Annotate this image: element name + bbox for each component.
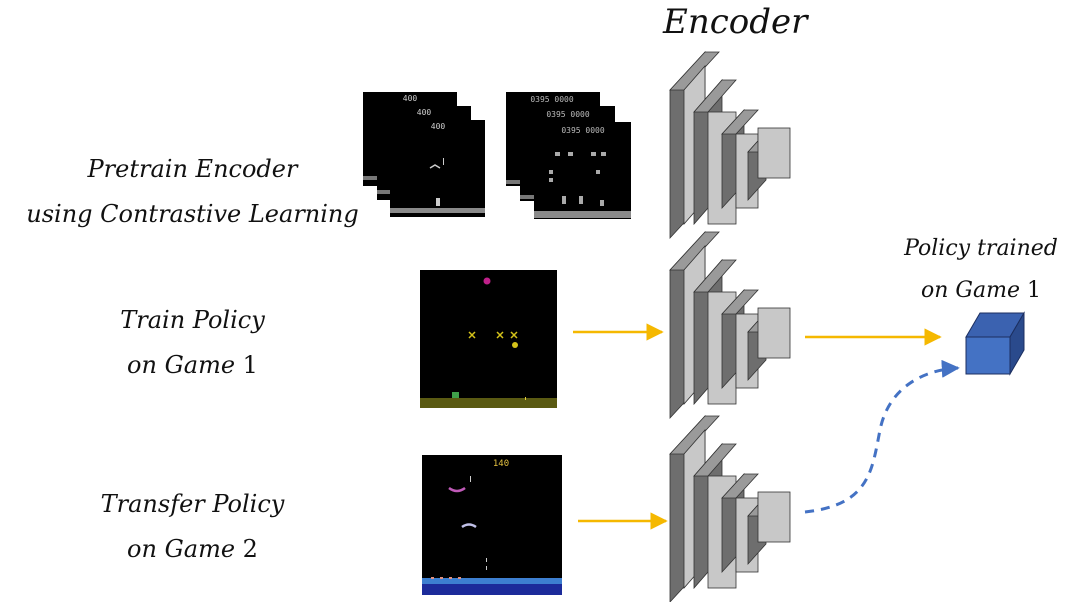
policy-trained-line2: on Game 1 [896,270,1066,312]
pretrain-frame-a2-score: 400 [417,108,432,117]
policy-trained-game-number: 1 [1026,278,1041,303]
pretrain-frame-b3: 0395 0000 [534,122,631,219]
pretrain-frame-stack-a: 400 400 400 [363,92,485,217]
pretrain-frame-stack-b: 0395 0000 0395 0000 0395 0000 [506,92,631,219]
policy-trained-label: Policy trained on Game 1 [896,228,1066,312]
pretrain-frame-a3-score: 400 [431,122,446,131]
train-policy-label: Train Policy on Game 1 [60,298,325,388]
pretrain-frame-b3-score: 0395 0000 [561,126,605,135]
pretrain-frame-a1-score: 400 [403,94,418,103]
transfer-policy-line2: on Game 2 [60,527,325,572]
pretrain-frame-a3: 400 [390,120,485,217]
game1-frame [420,270,557,408]
train-policy-line2-text: on Game [127,351,243,379]
encoder-block-pretrain [669,50,791,240]
game2-score: 140 [493,459,509,469]
encoder-block-game1 [669,230,791,420]
game2-frame: 140 [422,455,562,595]
pretrain-frame-b2-score: 0395 0000 [546,110,590,119]
pretrain-frame-b1-score: 0395 0000 [530,95,574,104]
train-policy-game-number: 1 [242,351,258,379]
transfer-policy-game-number: 2 [242,535,258,563]
pretrain-label-line1: Pretrain Encoder [87,155,298,183]
policy-trained-line2-text: on Game [921,278,1027,303]
encoder-title: Encoder [663,2,808,42]
transfer-policy-line2-text: on Game [127,535,243,563]
pretrain-label: Pretrain Encoder using Contrastive Learn… [10,147,375,237]
policy-block [965,311,1025,376]
transfer-policy-label: Transfer Policy on Game 2 [60,482,325,572]
transfer-policy-line1: Transfer Policy [100,490,285,518]
dashed-arrow-transfer [804,359,960,514]
pretrain-label-line2: using Contrastive Learning [26,200,359,228]
train-policy-line1: Train Policy [120,306,265,334]
train-policy-line2: on Game 1 [60,343,325,388]
policy-trained-line1: Policy trained [904,236,1058,261]
encoder-block-game2 [669,414,791,602]
